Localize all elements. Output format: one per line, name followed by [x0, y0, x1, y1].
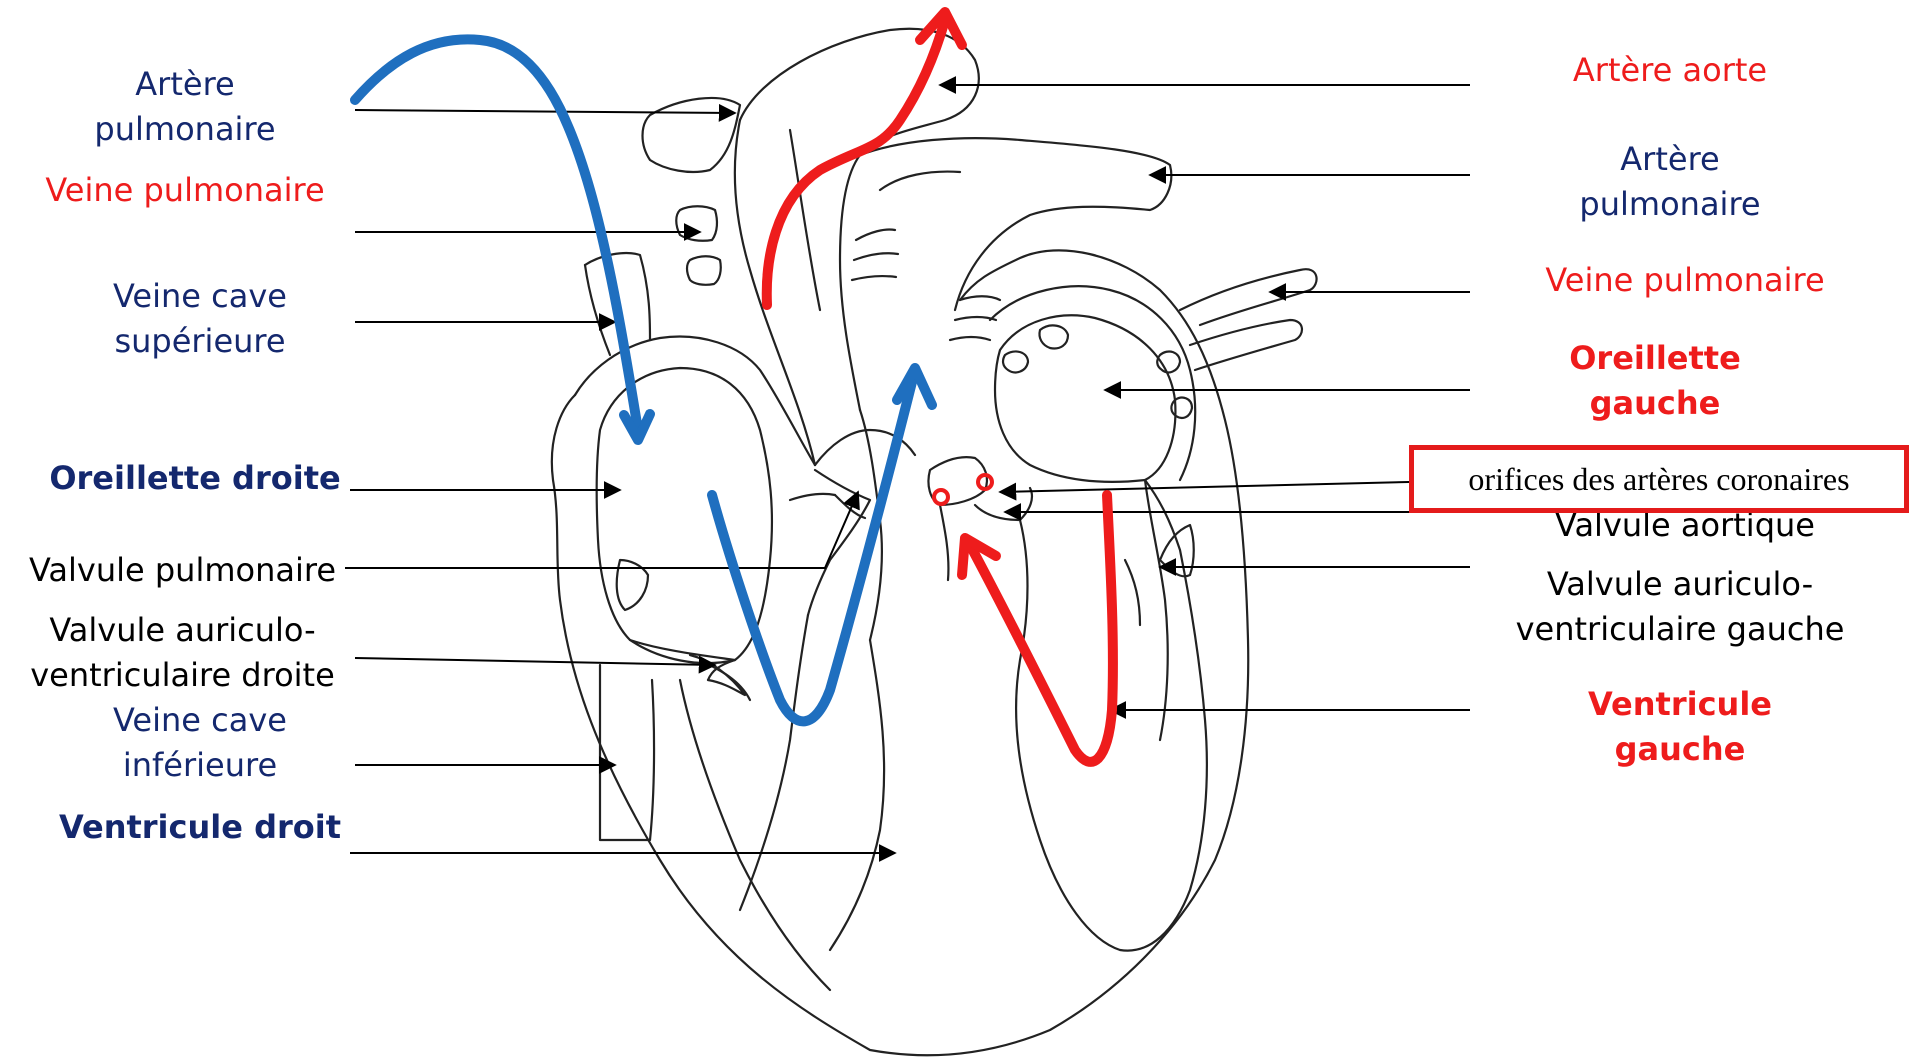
label-line: Veine cave — [95, 698, 305, 743]
leader-artere-pulmonaire-left — [355, 110, 735, 113]
leader-coronary — [1000, 482, 1409, 492]
label-line: Veine cave — [95, 274, 305, 319]
label-artere-pulmonaire-left: Artère pulmonaire — [85, 62, 285, 152]
label-line: pulmonaire — [1560, 182, 1780, 227]
label-oreillette-gauche: Oreillette gauche — [1545, 336, 1765, 426]
label-line: supérieure — [95, 319, 305, 364]
label-line: ventriculaire gauche — [1490, 607, 1870, 652]
label-line: gauche — [1570, 727, 1790, 772]
label-ventricule-droit: Ventricule droit — [50, 805, 350, 850]
label-artere-pulmonaire-right: Artère pulmonaire — [1560, 137, 1780, 227]
leader-lines — [345, 85, 1470, 853]
heart-outline — [552, 29, 1317, 1056]
label-line: Valvule auriculo- — [1490, 562, 1870, 607]
leader-valvule-av-droite — [355, 658, 715, 665]
label-valvule-pulmonaire: Valvule pulmonaire — [20, 548, 345, 593]
label-veine-cave-superieure: Veine cave supérieure — [95, 274, 305, 364]
label-line: pulmonaire — [85, 107, 285, 152]
right-ventricle-wall — [680, 680, 830, 990]
inferior-vena-cava — [600, 665, 654, 840]
label-oreillette-droite: Oreillette droite — [40, 456, 350, 501]
label-veine-cave-inferieure: Veine cave inférieure — [95, 698, 305, 788]
label-veine-pulmonaire-left: Veine pulmonaire — [30, 168, 340, 213]
left-atrium-wall — [990, 286, 1195, 480]
red-flow-left-ventricle — [970, 495, 1113, 762]
septum — [830, 640, 884, 950]
label-line: gauche — [1545, 381, 1765, 426]
label-ventricule-gauche: Ventricule gauche — [1570, 682, 1790, 772]
coronary-orifices-callout: orifices des artères coronaires — [1409, 445, 1909, 513]
label-line: Valvule auriculo- — [10, 608, 355, 653]
pulmonary-artery-branch — [643, 98, 741, 172]
label-veine-pulmonaire-right: Veine pulmonaire — [1525, 258, 1845, 303]
leader-valvule-pulmonaire — [345, 492, 858, 568]
coronary-orifice-1 — [934, 490, 948, 504]
blue-flow-to-pulmonary — [712, 370, 915, 721]
label-artere-aorte: Artère aorte — [1540, 48, 1800, 93]
label-line: inférieure — [95, 743, 305, 788]
pulmonary-trunk — [860, 138, 1171, 310]
label-line: Oreillette — [1545, 336, 1765, 381]
label-line: Artère — [1560, 137, 1780, 182]
label-valvule-av-gauche: Valvule auriculo- ventriculaire gauche — [1490, 562, 1870, 652]
label-valvule-av-droite: Valvule auriculo- ventriculaire droite — [10, 608, 355, 698]
label-line: ventriculaire droite — [10, 653, 355, 698]
label-line: Artère — [85, 62, 285, 107]
label-line: Ventricule — [1570, 682, 1790, 727]
